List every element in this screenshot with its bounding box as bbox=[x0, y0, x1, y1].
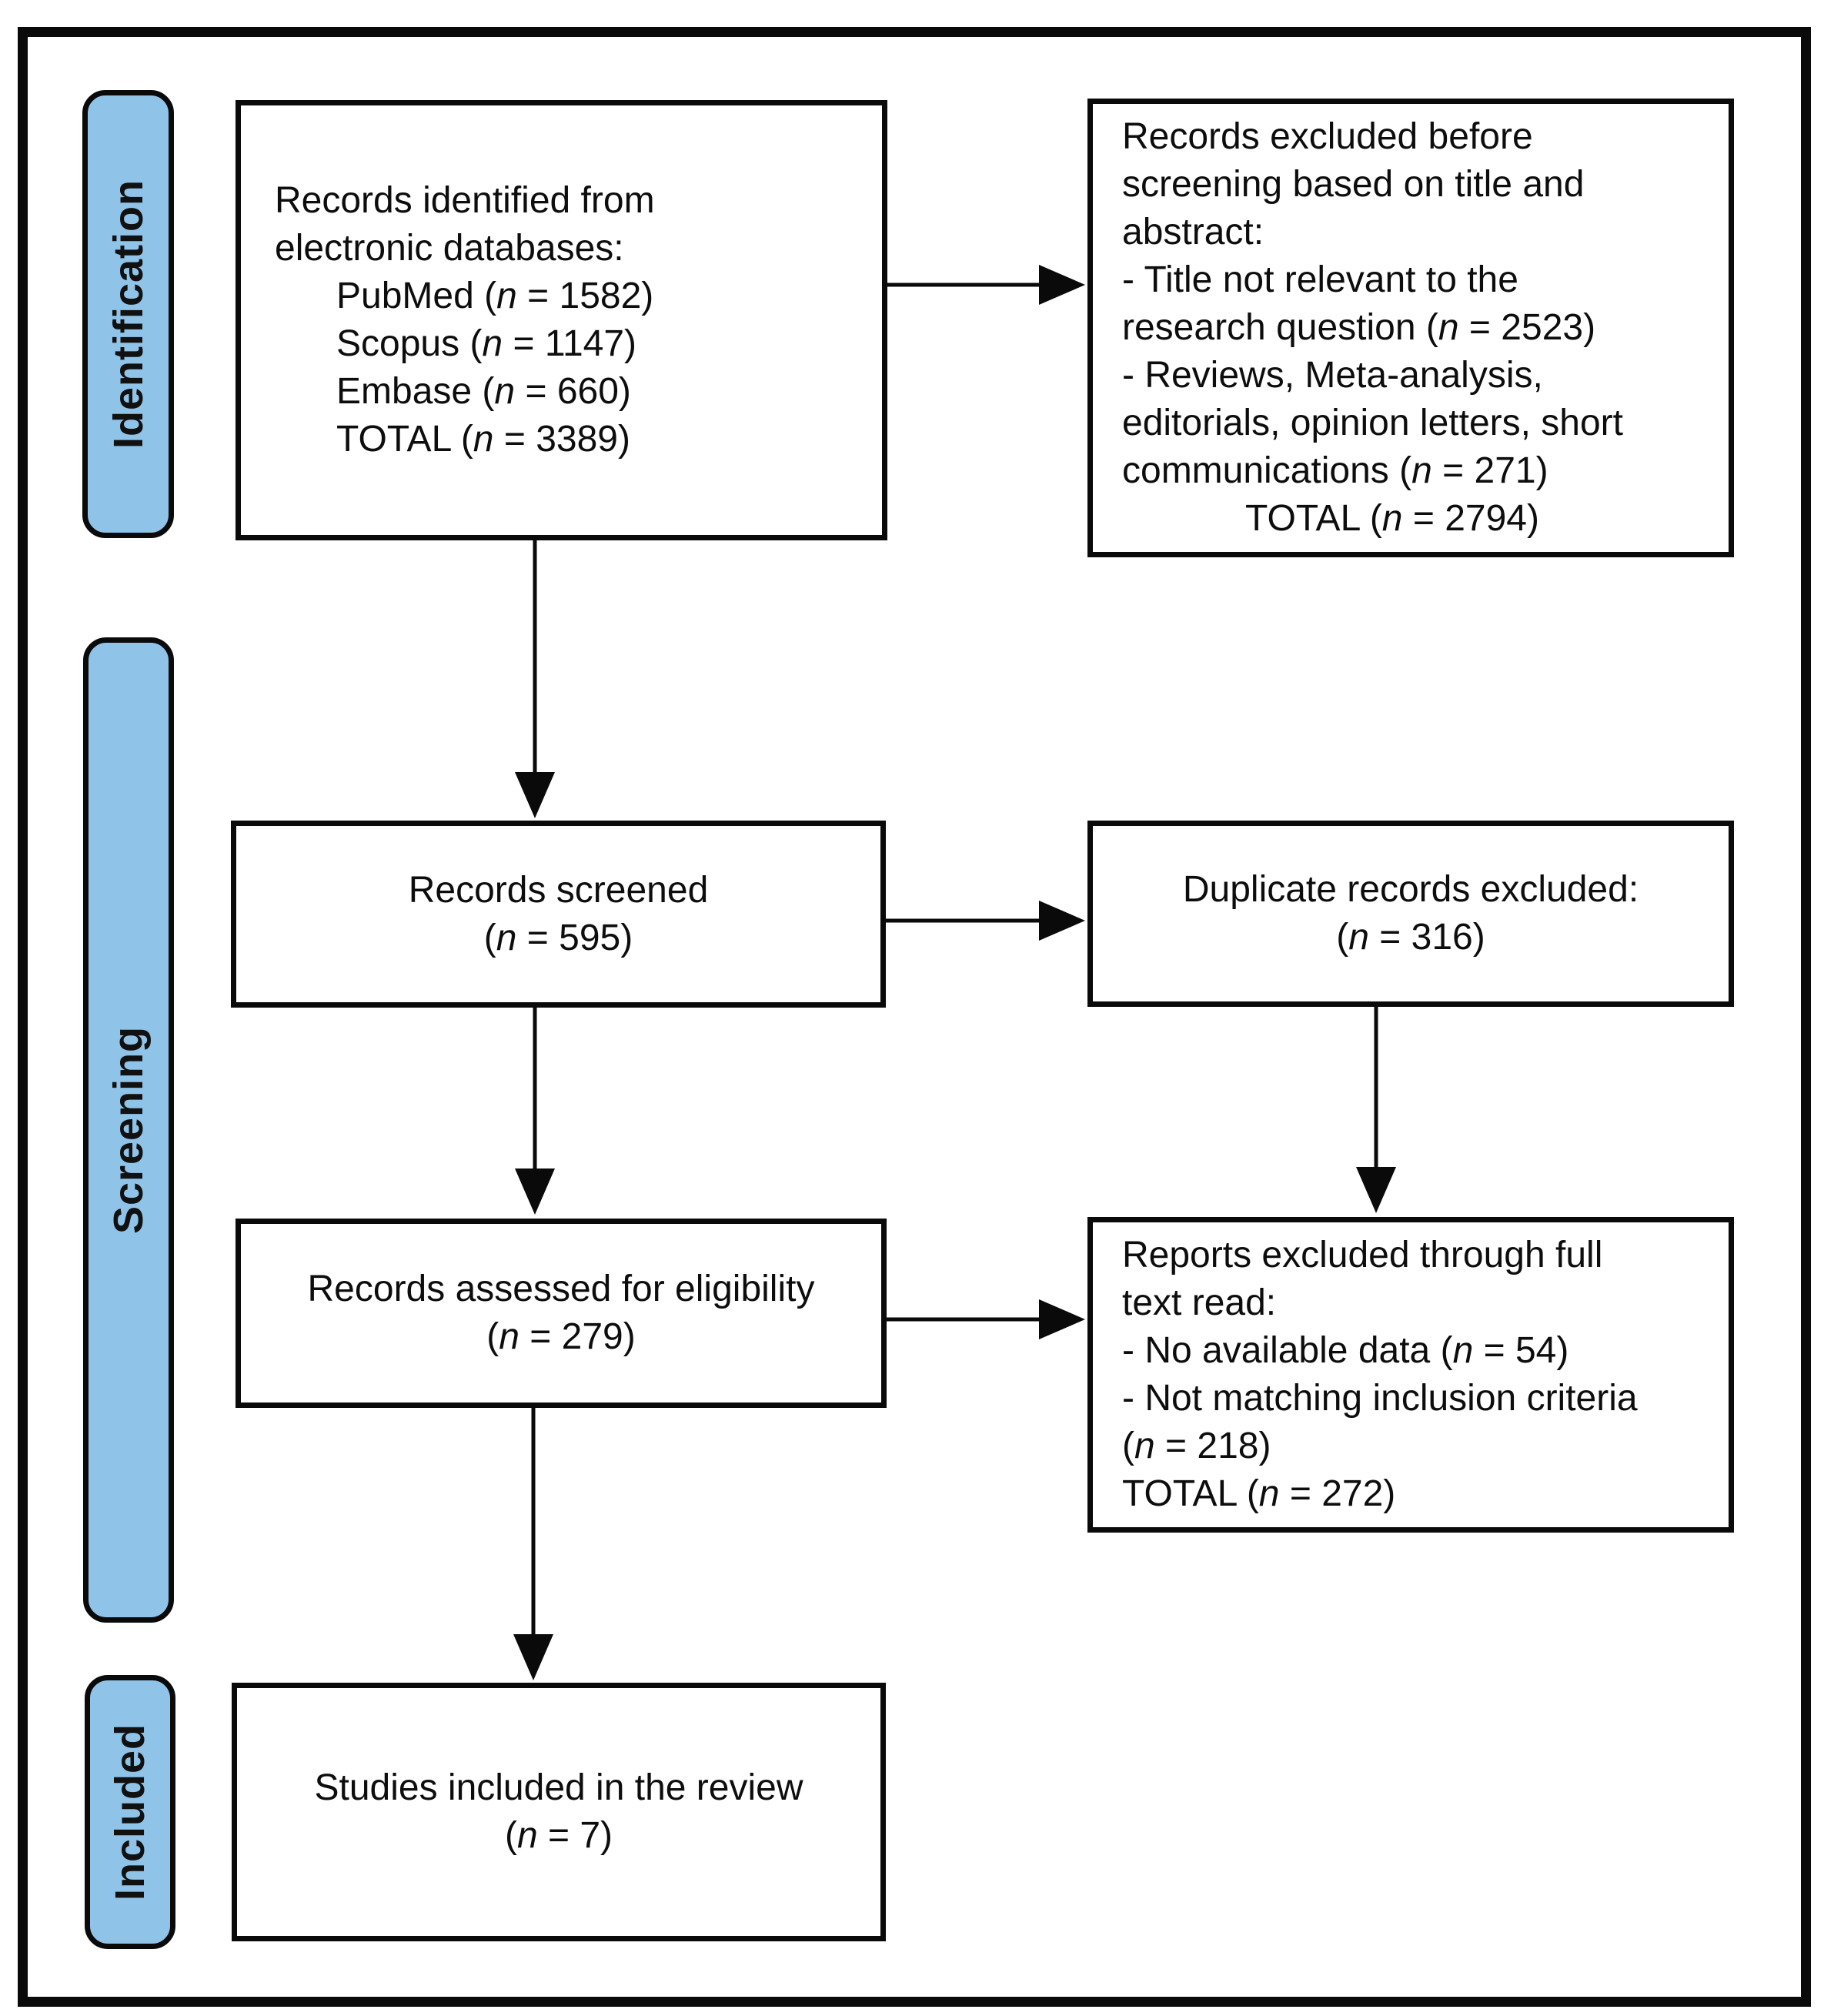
stage-label-identification: Identification bbox=[82, 90, 174, 538]
text-line: TOTAL (n = 272) bbox=[1122, 1473, 1396, 1514]
text-line: (n = 279) bbox=[486, 1316, 636, 1357]
text-line: - Not matching inclusion criteria bbox=[1122, 1378, 1638, 1419]
text-line: TOTAL (n = 3389) bbox=[336, 419, 630, 460]
text-line: screening based on title and bbox=[1122, 164, 1585, 205]
text-line: Records assessed for eligibility bbox=[307, 1269, 815, 1309]
stage-label-text: Identification bbox=[105, 179, 152, 449]
box-reports-excluded-fulltext: Reports excluded through full text read: -… bbox=[1087, 1217, 1734, 1533]
stage-label-included: Included bbox=[85, 1675, 175, 1949]
text-line: (n = 218) bbox=[1122, 1426, 1271, 1466]
text-line: TOTAL (n = 2794) bbox=[1245, 498, 1539, 539]
stage-label-text: Screening bbox=[105, 1025, 152, 1235]
text-line: Records screened bbox=[408, 869, 709, 911]
box-studies-included: Studies included in the review (n = 7) bbox=[232, 1683, 886, 1941]
text-line: Records identified from bbox=[275, 180, 655, 221]
text-line: Scopus (n = 1147) bbox=[336, 323, 637, 364]
text-line: research question (n = 2523) bbox=[1122, 307, 1596, 348]
text-line: electronic databases: bbox=[275, 228, 624, 269]
text-line: Reports excluded through full bbox=[1122, 1235, 1603, 1275]
text-line: PubMed (n = 1582) bbox=[336, 276, 654, 316]
box-records-excluded-before-screening: Records excluded before screening based o… bbox=[1087, 99, 1734, 557]
text-line: Embase (n = 660) bbox=[336, 371, 631, 412]
stage-label-screening: Screening bbox=[83, 637, 174, 1623]
text-line: (n = 595) bbox=[483, 917, 633, 958]
text-line: - Reviews, Meta-analysis, bbox=[1122, 355, 1543, 396]
text-line: editorials, opinion letters, short bbox=[1122, 403, 1623, 443]
text-line: Records excluded before bbox=[1122, 116, 1533, 157]
text-line: Duplicate records excluded: bbox=[1182, 869, 1639, 910]
text-line: (n = 7) bbox=[504, 1815, 613, 1856]
text-line: - Title not relevant to the bbox=[1122, 259, 1518, 300]
box-records-assessed-eligibility: Records assessed for eligibility (n = 279… bbox=[236, 1219, 887, 1408]
text-line: abstract: bbox=[1122, 212, 1264, 252]
stage-label-text: Included bbox=[107, 1723, 154, 1901]
box-duplicate-records-excluded: Duplicate records excluded: (n = 316) bbox=[1087, 821, 1734, 1007]
text-line: text read: bbox=[1122, 1282, 1277, 1323]
text-line: Studies included in the review bbox=[314, 1767, 803, 1808]
outer-border bbox=[18, 27, 1811, 2007]
box-records-identified: Records identified from electronic databa… bbox=[236, 100, 887, 540]
text-line: - No available data (n = 54) bbox=[1122, 1330, 1569, 1371]
text-line: (n = 316) bbox=[1336, 917, 1485, 958]
box-records-screened: Records screened (n = 595) bbox=[231, 821, 886, 1008]
text-line: communications (n = 271) bbox=[1122, 450, 1548, 491]
